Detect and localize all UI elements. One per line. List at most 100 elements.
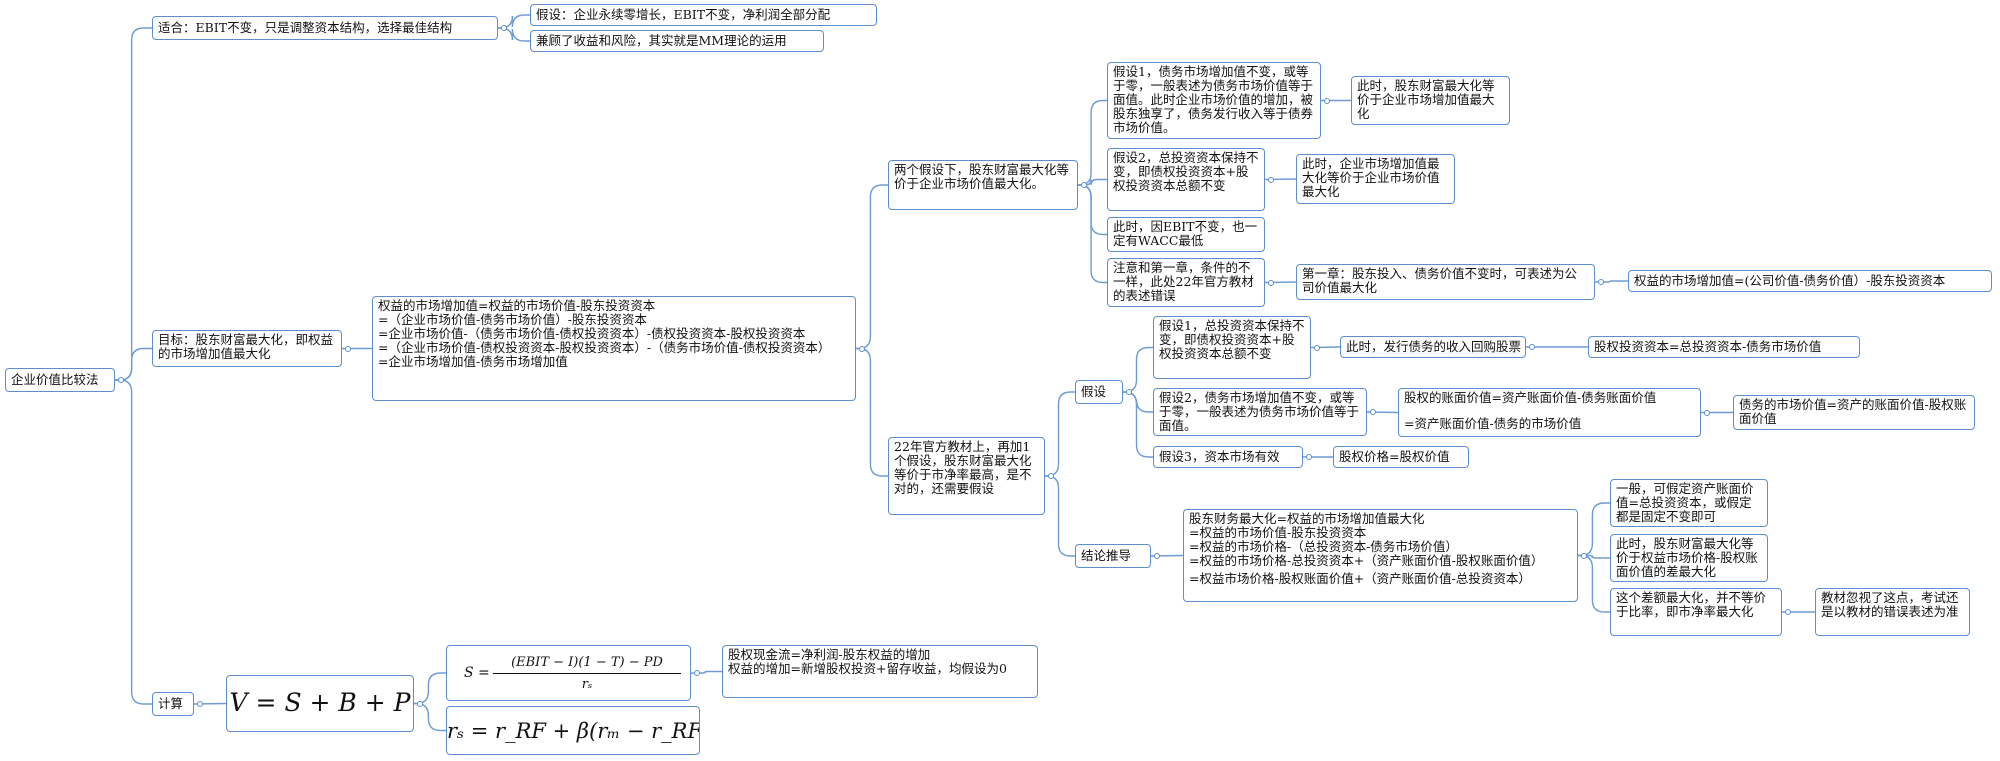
collapse-toggle-root[interactable] xyxy=(118,377,124,383)
y22-assumption-1-detail-text: 股权投资资本=总投资资本-债务市场价值 xyxy=(1594,339,1822,354)
suit-label: 适合：EBIT不变，只是调整资本结构，选择最佳结构 xyxy=(158,20,453,35)
formula-line-1: 权益的市场增加值=权益的市场价值-股东投资资本 xyxy=(378,298,656,313)
collapse-toggle-goal[interactable] xyxy=(345,345,351,352)
derivation-node[interactable]: 股东财务最大化=权益的市场增加值最大化 =权益的市场价值-股东投资资本 =权益的… xyxy=(1183,509,1578,602)
connector-deriv-c3 xyxy=(1578,554,1610,613)
value-formula-node[interactable]: V = S + B + P xyxy=(226,675,414,732)
wacc-node[interactable]: 此时，因EBIT不变，也一定有WACC最低 xyxy=(1107,217,1265,252)
y22-assumption-2-result-line-1: 股权的账面价值=资产账面价值-债务账面价值 xyxy=(1404,390,1657,405)
collapse-toggle-v[interactable] xyxy=(417,700,423,707)
assumption-2-result-node[interactable]: 此时，企业市场增加值最大化等价于企业市场价值最大化 xyxy=(1296,154,1455,204)
y22-assumption-2-node[interactable]: 假设2，债务市场增加值不变，或等于零，一般表述为债务市场价值等于面值。 xyxy=(1153,388,1367,436)
goal-node[interactable]: 目标：股东财富最大化，即权益的市场增加值最大化 xyxy=(152,330,342,367)
suit-node[interactable]: 适合：EBIT不变，只是调整资本结构，选择最佳结构 xyxy=(152,16,498,40)
root-label: 企业价值比较法 xyxy=(11,372,99,387)
y22-assumption-3-node[interactable]: 假设3，资本市场有效 xyxy=(1153,446,1303,468)
two-assumptions-text: 两个假设下，股东财富最大化等价于企业市场价值最大化。 xyxy=(894,162,1070,191)
textbook-2022-text: 22年官方教材上，再加1个假设，股东财富最大化等价于市净率最高，是不对的，还需要… xyxy=(894,439,1032,496)
goal-formula-node[interactable]: 权益的市场增加值=权益的市场价值-股东投资资本 =（企业市场价值-债务市场价值）… xyxy=(372,296,856,401)
wacc-text: 此时，因EBIT不变，也一定有WACC最低 xyxy=(1113,219,1258,248)
derivation-line-1: 股东财务最大化=权益的市场增加值最大化 xyxy=(1189,511,1425,526)
conclusion-label: 结论推导 xyxy=(1081,548,1132,563)
assumption-2-text: 假设2，总投资资本保持不变，即债权投资资本+股权投资资本总额不变 xyxy=(1113,150,1259,193)
s-formula-numerator: (EBIT − I)(1 − T) − PD xyxy=(511,655,663,670)
rs-formula-node[interactable]: rₛ = r_RF + β(rₘ − r_RF) xyxy=(446,706,700,755)
two-assumptions-node[interactable]: 两个假设下，股东财富最大化等价于企业市场价值最大化。 xyxy=(888,160,1078,210)
collapse-toggle-p2r[interactable] xyxy=(1704,409,1710,416)
conclusion-node[interactable]: 结论推导 xyxy=(1075,544,1151,568)
formula-line-5: =企业市场增加值-债务市场增加值 xyxy=(378,354,568,369)
y22-assumption-1-text: 假设1，总投资资本保持不变，即债权投资资本+股权投资资本总额不变 xyxy=(1159,318,1305,361)
textbook-2022-node[interactable]: 22年官方教材上，再加1个假设，股东财富最大化等价于市净率最高，是不对的，还需要… xyxy=(888,437,1045,515)
conclusion-3-result-node[interactable]: 教材忽视了这点，考试还是以教材的错误表述为准 xyxy=(1815,588,1970,636)
assumption-2-result-text: 此时，企业市场增加值最大化等价于企业市场价值最大化 xyxy=(1302,156,1440,199)
collapse-toggle-h1[interactable] xyxy=(1324,97,1330,104)
derivation-line-2: =权益的市场价值-股东投资资本 xyxy=(1189,525,1367,540)
assumption-1-node[interactable]: 假设1，债务市场增加值不变，或等于零，一般表述为债务市场价值等于面值。此时企业市… xyxy=(1107,62,1321,139)
rs-formula-text: rₛ = r_RF + β(rₘ − r_RF) xyxy=(447,719,700,743)
collapse-toggle-concl[interactable] xyxy=(1154,553,1160,559)
collapse-toggle-p1r[interactable] xyxy=(1529,344,1535,350)
suit-mm-text: 兼顾了收益和风险，其实就是MM理论的运用 xyxy=(536,33,787,48)
connector-two-h1 xyxy=(1078,99,1107,186)
collapse-toggle-two[interactable] xyxy=(1081,182,1087,188)
formula-line-2: =（企业市场价值-债务市场价值）-股东投资资本 xyxy=(378,312,647,327)
connector-root-suit xyxy=(115,27,152,381)
assumption-2-node[interactable]: 假设2，总投资资本保持不变，即债权投资资本+股权投资资本总额不变 xyxy=(1107,148,1265,211)
chapter1-node[interactable]: 第一章：股东投入、债务价值不变时，可表述为公司价值最大化 xyxy=(1296,264,1595,300)
collapse-toggle-assume[interactable] xyxy=(1126,389,1132,395)
y22-assumption-1-node[interactable]: 假设1，总投资资本保持不变，即债权投资资本+股权投资资本总额不变 xyxy=(1153,316,1311,379)
assumption-1-text: 假设1，债务市场增加值不变，或等于零，一般表述为债务市场价值等于面值。此时企业市… xyxy=(1113,64,1314,135)
y22-assumption-3-result-text: 股权价格=股权价值 xyxy=(1339,449,1450,464)
cashflow-line-1: 股权现金流=净利润-股东权益的增加 xyxy=(728,647,931,662)
chapter1-result-node[interactable]: 权益的市场增加值=(公司价值-债务价值）-股东投资资本 xyxy=(1628,270,1992,292)
connector-root-goal xyxy=(115,347,152,381)
y22-assumption-3-text: 假设3，资本市场有效 xyxy=(1159,449,1280,464)
conclusion-3-node[interactable]: 这个差额最大化，并不等价于比率，即市净率最大化 xyxy=(1610,588,1782,636)
collapse-toggle-note[interactable] xyxy=(1268,279,1274,286)
collapse-toggle-h2[interactable] xyxy=(1268,176,1274,183)
connector-two-note xyxy=(1078,184,1107,284)
connector-formula-two xyxy=(856,184,888,350)
connector-assume-p2 xyxy=(1123,391,1153,413)
connector-v-rs xyxy=(414,702,446,732)
collapse-toggle-formula[interactable] xyxy=(859,345,865,352)
derivation-line-5: =权益市场价格-股权账面价值+（资产账面价值-总投资资本） xyxy=(1189,571,1531,586)
y22-assumption-2-detail-node[interactable]: 债务的市场价值=资产的账面价值-股权账面价值 xyxy=(1733,395,1975,430)
assume-node[interactable]: 假设 xyxy=(1075,380,1123,404)
suit-mm-node[interactable]: 兼顾了收益和风险，其实就是MM理论的运用 xyxy=(530,30,824,52)
collapse-toggle-ch1[interactable] xyxy=(1598,279,1604,285)
collapse-toggle-y22[interactable] xyxy=(1048,473,1054,479)
collapse-toggle-deriv[interactable] xyxy=(1581,552,1587,559)
s-formula-node[interactable]: S = (EBIT − I)(1 − T) − PD rₛ xyxy=(446,645,691,701)
connector-root-calc xyxy=(115,379,152,705)
y22-assumption-2-result-node[interactable]: 股权的账面价值=资产账面价值-债务账面价值 =资产账面价值-债务的市场价值 xyxy=(1398,388,1701,437)
collapse-toggle-suit[interactable] xyxy=(501,25,507,31)
connector-deriv-c1 xyxy=(1578,502,1610,557)
collapse-toggle-c3[interactable] xyxy=(1785,609,1791,615)
note-node[interactable]: 注意和第一章，条件的不一样，此处22年官方教材的表述错误 xyxy=(1107,258,1265,307)
cashflow-node[interactable]: 股权现金流=净利润-股东权益的增加 权益的增加=新增股权投资+留存收益，均假设为… xyxy=(722,645,1038,698)
collapse-toggle-p2[interactable] xyxy=(1370,409,1376,415)
root-node[interactable]: 企业价值比较法 xyxy=(5,368,115,392)
y22-assumption-1-detail-node[interactable]: 股权投资资本=总投资资本-债务市场价值 xyxy=(1588,336,1860,358)
conclusion-1-node[interactable]: 一般，可假定资产账面价值=总投资资本，或假定都是固定不变即可 xyxy=(1610,479,1768,527)
y22-assumption-3-result-node[interactable]: 股权价格=股权价值 xyxy=(1333,446,1469,468)
conclusion-2-node[interactable]: 此时，股东财富最大化等价于权益市场价格-股权账面价值的差最大化 xyxy=(1610,534,1768,582)
y22-assumption-2-detail-text: 债务的市场价值=资产的账面价值-股权账面价值 xyxy=(1739,397,1967,426)
collapse-toggle-p3[interactable] xyxy=(1306,454,1312,460)
note-text: 注意和第一章，条件的不一样，此处22年官方教材的表述错误 xyxy=(1113,260,1254,303)
formula-line-3: =企业市场价值-（债务市场价值-债权投资资本）-债权投资资本-股权投资资本 xyxy=(378,326,806,341)
collapse-toggle-s[interactable] xyxy=(694,670,700,676)
y22-assumption-1-result-node[interactable]: 此时，发行债务的收入回购股票 xyxy=(1340,336,1526,358)
assumption-1-result-node[interactable]: 此时，股东财富最大化等价于企业市场增加值最大化 xyxy=(1351,76,1510,125)
assumption-1-result-text: 此时，股东财富最大化等价于企业市场增加值最大化 xyxy=(1357,78,1495,121)
calc-node[interactable]: 计算 xyxy=(152,692,194,716)
suit-assumption-text: 假设：企业永续零增长，EBIT不变，净利润全部分配 xyxy=(536,7,831,22)
suit-assumption-node[interactable]: 假设：企业永续零增长，EBIT不变，净利润全部分配 xyxy=(530,4,877,26)
derivation-line-4: =权益的市场价格-总投资资本+（资产账面价值-股权账面价值） xyxy=(1189,553,1544,568)
collapse-toggle-p1[interactable] xyxy=(1314,344,1320,351)
collapse-toggle-calc[interactable] xyxy=(197,701,203,707)
connector-deriv-c2 xyxy=(1578,554,1610,559)
